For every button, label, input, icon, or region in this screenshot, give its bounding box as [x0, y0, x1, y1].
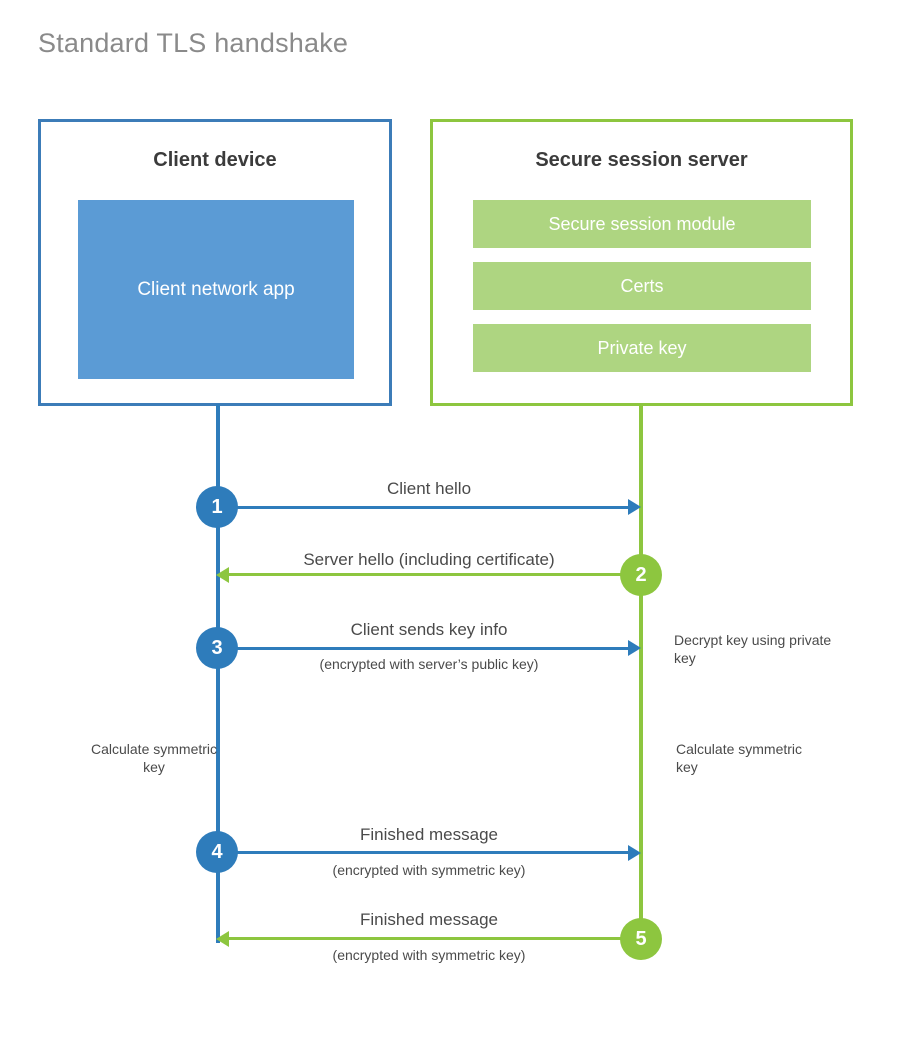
client-device-box: Client device Client network app	[38, 119, 392, 406]
client-network-app-block: Client network app	[78, 200, 354, 379]
annotation-server-calculate: Calculate symmetric key	[676, 741, 803, 776]
step-2-arrow-head-icon	[216, 567, 229, 583]
annotation-client-calculate: Calculate symmetric key	[90, 741, 218, 776]
step-2-arrow-line	[228, 573, 640, 576]
step-3-label: Client sends key info	[350, 620, 508, 639]
step-5-label: Finished message	[360, 910, 498, 929]
step-4-sublabel: (encrypted with symmetric key)	[332, 862, 526, 878]
step-4-label: Finished message	[360, 825, 498, 844]
step-5-arrow-head-icon	[216, 931, 229, 947]
step-marker-4[interactable]: 4	[196, 831, 238, 873]
step-3-arrow-head-icon	[628, 640, 641, 656]
server-component-bar: Certs	[473, 262, 811, 310]
step-1-arrow-head-icon	[628, 499, 641, 515]
server-component-bar: Private key	[473, 324, 811, 372]
step-5-arrow-line	[228, 937, 640, 940]
step-1-label: Client hello	[386, 479, 472, 498]
step-marker-5[interactable]: 5	[620, 918, 662, 960]
step-3-sublabel: (encrypted with server’s public key)	[319, 656, 539, 672]
step-marker-2[interactable]: 2	[620, 554, 662, 596]
secure-session-server-title: Secure session server	[535, 149, 748, 171]
step-marker-1[interactable]: 1	[196, 486, 238, 528]
secure-session-server-box: Secure session server Secure session mod…	[430, 119, 853, 406]
step-1-arrow-line	[218, 506, 630, 509]
server-component-bar: Secure session module	[473, 200, 811, 248]
client-lifeline	[216, 404, 220, 943]
annotation-server-decrypt: Decrypt key using private key	[674, 632, 832, 667]
page-title: Standard TLS handshake	[38, 28, 349, 58]
step-2-label: Server hello (including certificate)	[303, 550, 555, 569]
step-marker-3[interactable]: 3	[196, 627, 238, 669]
step-4-arrow-line	[218, 851, 630, 854]
step-5-sublabel: (encrypted with symmetric key)	[332, 947, 526, 963]
step-4-arrow-head-icon	[628, 845, 641, 861]
client-device-title: Client device	[153, 149, 277, 171]
step-3-arrow-line	[218, 647, 630, 650]
server-lifeline	[639, 404, 643, 939]
server-component-list: Secure session module Certs Private key	[473, 200, 811, 372]
